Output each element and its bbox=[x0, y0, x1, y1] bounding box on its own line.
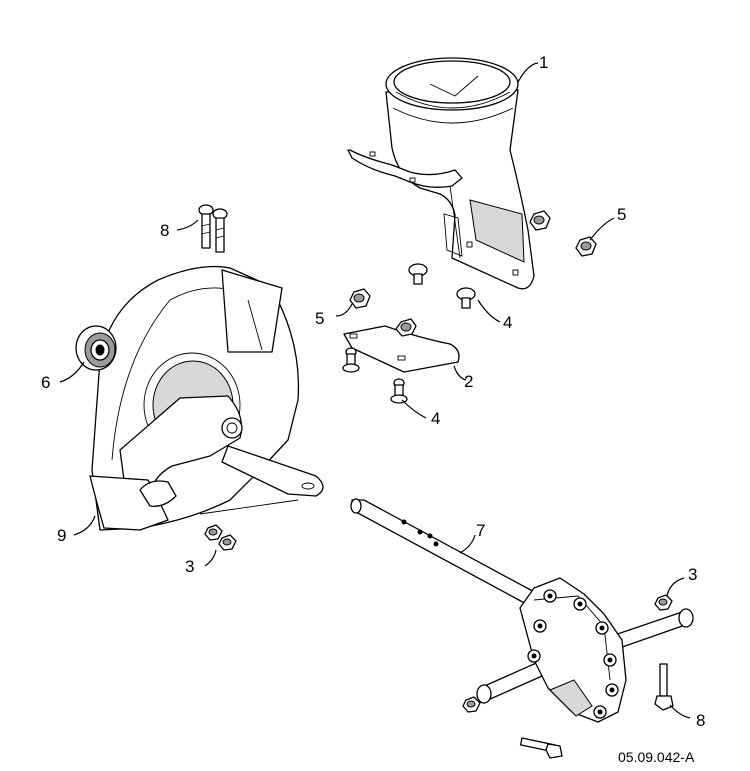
leader-lines bbox=[59, 62, 691, 719]
callout-3-right: 3 bbox=[688, 565, 697, 584]
callout-9: 9 bbox=[57, 526, 66, 545]
callout-2: 2 bbox=[464, 372, 473, 391]
part-2-bracket bbox=[343, 325, 460, 373]
callout-5-right: 5 bbox=[617, 205, 626, 224]
part-1-chute bbox=[347, 57, 535, 290]
callout-5-left: 5 bbox=[315, 309, 324, 328]
part-5-nuts bbox=[349, 210, 597, 337]
part-3-hex-nuts bbox=[204, 524, 673, 713]
callout-3-left: 3 bbox=[185, 557, 194, 576]
drawing-code: 05.09.042-A bbox=[618, 749, 695, 765]
callout-8-upper: 8 bbox=[160, 221, 169, 240]
callout-1: 1 bbox=[539, 53, 548, 72]
callout-6: 6 bbox=[41, 373, 50, 392]
part-8-bolts-lower bbox=[519, 663, 674, 759]
part-8-bolts-upper bbox=[198, 204, 228, 253]
callout-labels: 1 2 3 3 4 4 5 5 6 7 8 8 9 bbox=[41, 53, 705, 730]
part-9-auger-housing bbox=[89, 265, 324, 531]
callout-4-upper: 4 bbox=[503, 313, 512, 332]
part-7-shaft-gearbox bbox=[350, 498, 694, 723]
callout-4-lower: 4 bbox=[431, 409, 440, 428]
part-4-carriage-bolts bbox=[342, 263, 476, 404]
callout-8-lower: 8 bbox=[696, 711, 705, 730]
part-6-bearing bbox=[75, 325, 117, 371]
callout-7: 7 bbox=[476, 521, 485, 540]
